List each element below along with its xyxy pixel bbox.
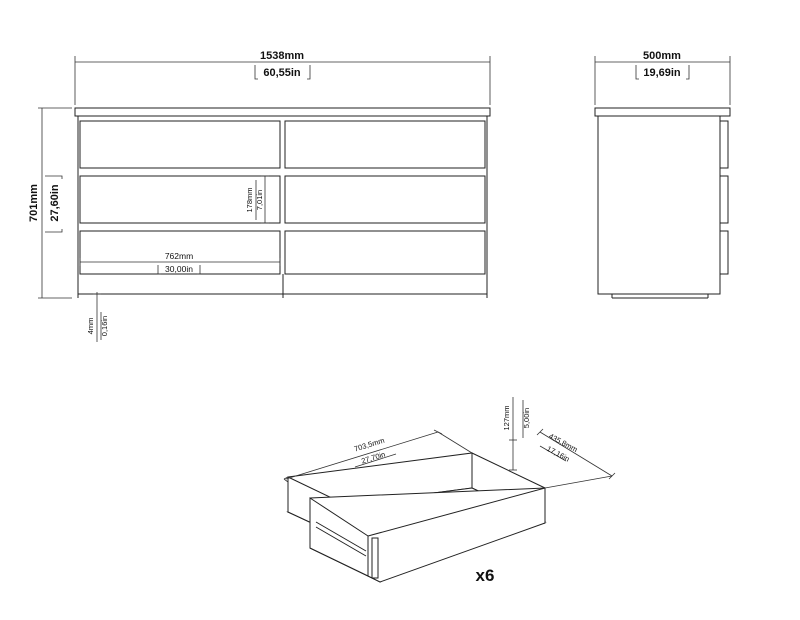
- drawer-height-dimension: 127mm 5,00in: [502, 397, 531, 471]
- drawer-width-in-label: 27,70in: [360, 450, 386, 466]
- drawer-isometric: [286, 452, 547, 583]
- side-carcass: [597, 115, 721, 295]
- height-in-label: 27,60in: [49, 184, 61, 222]
- width-mm-label: 1538mm: [260, 50, 304, 62]
- side-top-panel: [594, 107, 731, 117]
- width-in-label: 60,55in: [263, 67, 301, 79]
- drawer-front-right-3: [284, 230, 486, 275]
- side-drawer-front-1: [719, 120, 729, 169]
- side-drawer-front-3: [719, 230, 729, 275]
- drawer-front-left-2: [79, 175, 281, 224]
- side-view: [594, 107, 731, 299]
- side-drawer-front-2: [719, 175, 729, 224]
- drawer-front-edge: [371, 537, 379, 579]
- drawer-height-in-label: 5,00in: [522, 408, 531, 428]
- drawer-quantity-label: x6: [476, 566, 495, 585]
- plinth-in-label: 0,16in: [100, 316, 109, 336]
- drawer-front-left-1: [79, 120, 281, 169]
- plinth-dimension: 4mm 0,16in: [86, 292, 109, 342]
- depth-dimension: 500mm 19,69in: [594, 50, 731, 105]
- drawer-depth-dimension: 435,8mm 17,16in: [536, 428, 616, 489]
- drawer-front-right-2: [284, 175, 486, 224]
- drawer-front-width-mm-label: 762mm: [165, 251, 193, 261]
- width-dimension: 1538mm 60,55in: [74, 50, 491, 105]
- drawer-front-width-in-label: 30,00in: [165, 264, 193, 274]
- drawer-front-width-dimension: 762mm 30,00in: [79, 251, 281, 275]
- depth-in-label: 19,69in: [643, 67, 681, 79]
- height-mm-label: 701mm: [28, 184, 40, 222]
- plinth-mm-label: 4mm: [86, 318, 95, 335]
- height-dimension: 701mm 27,60in: [28, 107, 72, 299]
- drawer-front-height-in-label: 7,01in: [255, 190, 264, 210]
- drawer-left-side-front: [309, 497, 369, 577]
- drawer-front-height-dimension: 178mm 7,01in: [245, 175, 269, 224]
- drawer-front-height-mm-label: 178mm: [245, 187, 254, 212]
- depth-mm-label: 500mm: [643, 50, 681, 62]
- drawer-height-mm-label: 127mm: [502, 405, 511, 430]
- front-view: [74, 107, 491, 298]
- drawer-front-left-3: [79, 230, 281, 275]
- drawer-front-right-1: [284, 120, 486, 169]
- front-top-panel: [74, 107, 491, 117]
